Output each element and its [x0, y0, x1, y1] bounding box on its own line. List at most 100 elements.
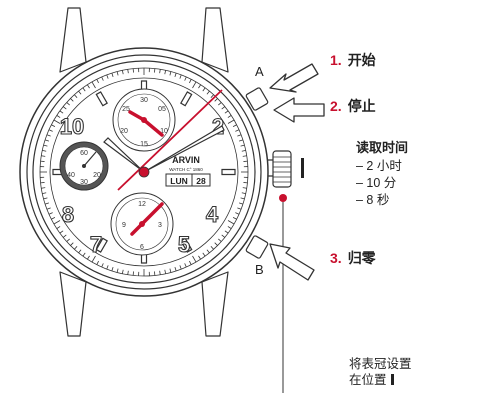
- lug-bottom-right: [201, 271, 229, 337]
- minute-tick: [240, 144, 245, 147]
- minute-tick: [51, 217, 56, 220]
- minute-tick: [59, 230, 64, 234]
- minute-tick: [210, 94, 214, 98]
- minute-tick: [74, 94, 78, 98]
- svg-text:30: 30: [80, 179, 88, 186]
- minute-tick: [159, 69, 161, 74]
- minute-tick: [116, 268, 119, 273]
- minute-tick: [62, 106, 67, 110]
- step-reset-number: 3.: [330, 250, 342, 266]
- dial-edge: [49, 77, 239, 267]
- minute-tick: [174, 266, 177, 272]
- date-window: 28: [196, 176, 206, 186]
- main-hands: [103, 89, 225, 191]
- minute-tick: [198, 84, 201, 89]
- minute-tick: [241, 192, 246, 195]
- minute-tick: [121, 269, 124, 274]
- minute-tick: [240, 197, 245, 200]
- minute-tick: [221, 234, 226, 238]
- reading-title: 读取时间: [356, 140, 409, 155]
- numeral-5: 5: [178, 232, 190, 257]
- minute-hand: [143, 125, 225, 173]
- pusher-b: [245, 235, 269, 259]
- subdial-left-labels: 60 20 40 30: [67, 150, 101, 186]
- minute-tick: [96, 79, 99, 84]
- svg-text:12: 12: [138, 201, 146, 208]
- step-reset-label: 归零: [347, 250, 376, 266]
- minute-tick: [56, 115, 61, 118]
- hour-index: [180, 237, 193, 253]
- step-stop-number: 2.: [330, 98, 342, 114]
- step-stop: 2.停止: [330, 96, 376, 116]
- minute-tick: [43, 144, 48, 147]
- minute-tick: [70, 242, 74, 246]
- chrono-seconds-hand: [117, 89, 223, 191]
- minute-tick: [235, 129, 240, 132]
- svg-text:10: 10: [160, 128, 168, 135]
- minute-tick: [111, 72, 114, 78]
- step-start-label: 开始: [347, 52, 376, 68]
- minute-tick: [66, 238, 70, 242]
- center-pinion: [138, 166, 150, 178]
- minute-tick: [106, 265, 109, 270]
- crown-note-line1: 将表冠设置: [349, 357, 412, 371]
- svg-text:25: 25: [122, 106, 130, 113]
- numeral-8: 8: [62, 202, 74, 227]
- minute-tick: [87, 84, 90, 89]
- lug-top-left: [59, 7, 87, 73]
- minute-tick: [116, 71, 119, 76]
- minute-tick: [164, 70, 167, 75]
- minute-tick: [198, 255, 201, 260]
- minute-tick: [210, 246, 214, 250]
- minute-tick: [227, 226, 232, 229]
- minute-tick: [59, 110, 64, 114]
- brand-logo: ARVIN: [172, 155, 200, 165]
- hour-index: [180, 91, 193, 107]
- minute-tick: [106, 74, 109, 79]
- minute-tick: [127, 69, 129, 74]
- crown-grip-lines: [273, 156, 291, 183]
- minute-tick: [111, 266, 114, 272]
- svg-text:3: 3: [158, 222, 162, 229]
- lug-bottom-left: [59, 271, 87, 337]
- minute-tick: [224, 230, 229, 234]
- crown-position-dot: [279, 194, 287, 202]
- minute-tick: [70, 98, 74, 102]
- minute-tick: [218, 102, 222, 106]
- minute-tick: [48, 129, 53, 132]
- numeral-4: 4: [206, 202, 219, 227]
- minute-tick: [169, 71, 172, 76]
- minute-tick: [192, 255, 197, 263]
- svg-text:20: 20: [93, 172, 101, 179]
- svg-text:40: 40: [67, 172, 75, 179]
- crown-note: 将表冠设置 在位置: [349, 356, 412, 388]
- minute-tick: [179, 265, 182, 270]
- minute-tick: [232, 124, 237, 127]
- minute-tick: [53, 119, 61, 124]
- minute-tick: [169, 268, 172, 273]
- minute-tick: [44, 202, 50, 205]
- minute-tick: [202, 87, 206, 92]
- minute-tick: [232, 217, 237, 220]
- minute-tick: [214, 98, 218, 102]
- svg-text:20: 20: [120, 128, 128, 135]
- crown-note-line2-text: 在位置: [349, 373, 387, 387]
- minute-tick: [56, 226, 61, 229]
- svg-text:60: 60: [80, 150, 88, 157]
- minute-tick: [241, 149, 246, 152]
- minute-tick: [78, 249, 82, 254]
- minute-tick: [227, 115, 232, 118]
- minute-tick: [44, 139, 50, 142]
- svg-text:15: 15: [140, 141, 148, 148]
- subdial-left-hand: [83, 151, 97, 167]
- minute-tick: [46, 207, 51, 210]
- minute-track: [40, 68, 248, 276]
- minute-tick: [235, 212, 240, 215]
- minute-tick: [238, 202, 244, 205]
- minute-tick: [96, 260, 99, 265]
- minute-tick: [121, 70, 124, 75]
- minute-tick: [206, 90, 210, 95]
- step-start: 1.开始: [330, 50, 376, 70]
- subdial-bottom-hand: [140, 202, 164, 226]
- minute-tick: [179, 74, 182, 79]
